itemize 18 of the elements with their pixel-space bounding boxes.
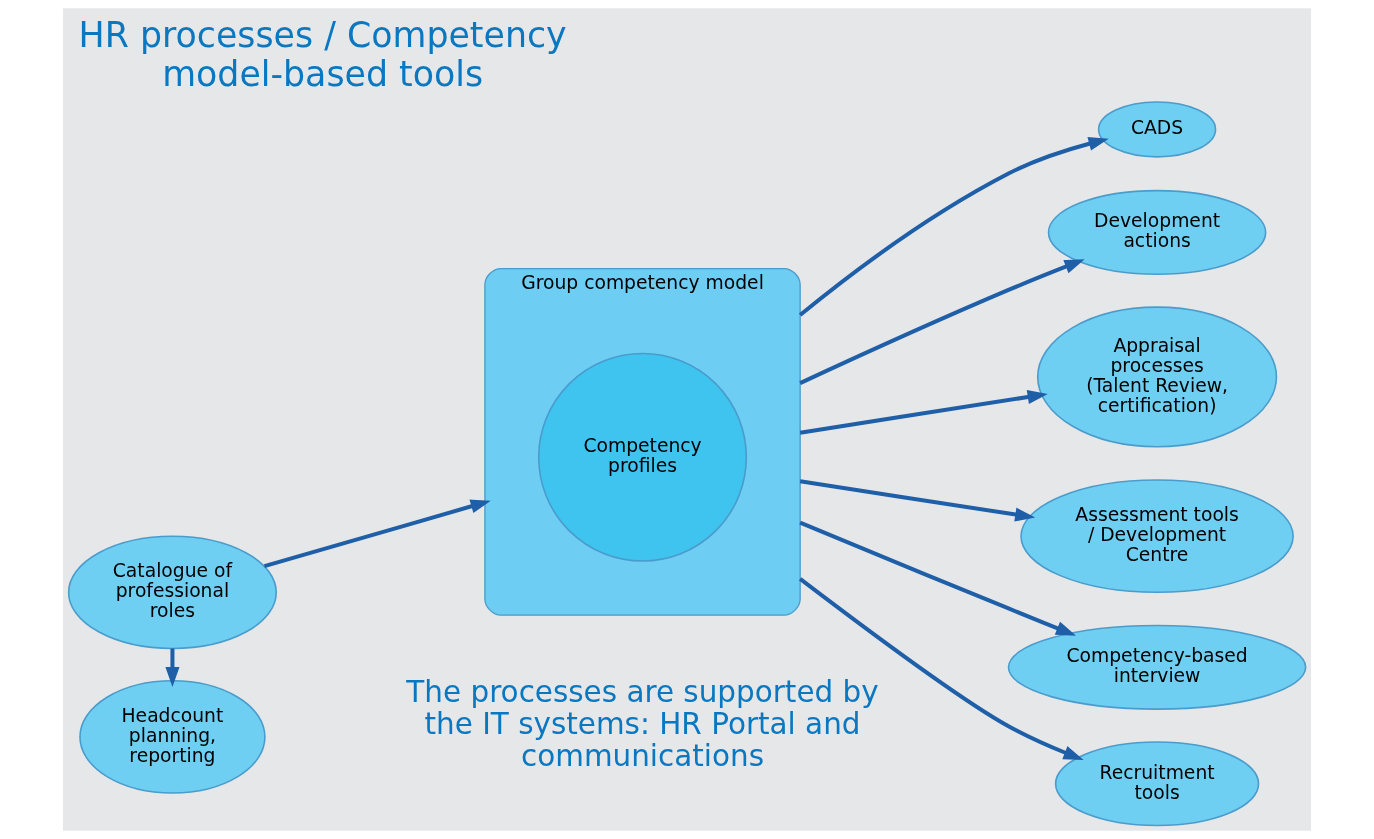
arrow <box>798 577 1084 760</box>
node-ellipse: Catalogue of professional roles <box>67 535 278 650</box>
arrow <box>799 479 1036 522</box>
diagram-title: HR processes / Competency model-based tools <box>78 14 567 94</box>
arrow <box>263 499 491 569</box>
node-ellipse: Appraisal processes (Talent Review, certification) <box>1036 306 1278 448</box>
node-circle: Competency profiles <box>537 352 748 562</box>
arrow <box>799 390 1048 435</box>
arrow <box>165 648 180 688</box>
arrow <box>798 136 1109 317</box>
node-ellipse: Headcount planning, reporting <box>79 680 266 794</box>
node-ellipse: Competency-based interview <box>1007 624 1307 710</box>
arrow <box>799 259 1085 385</box>
node-ellipse: CADS <box>1097 101 1217 158</box>
arrow <box>799 520 1077 636</box>
label: The processes are supported by the IT systems: HR Portal and communications <box>406 674 879 773</box>
node-ellipse: Assessment tools / Development Centre <box>1020 479 1294 594</box>
node-ellipse: Recruitment tools <box>1054 741 1260 827</box>
